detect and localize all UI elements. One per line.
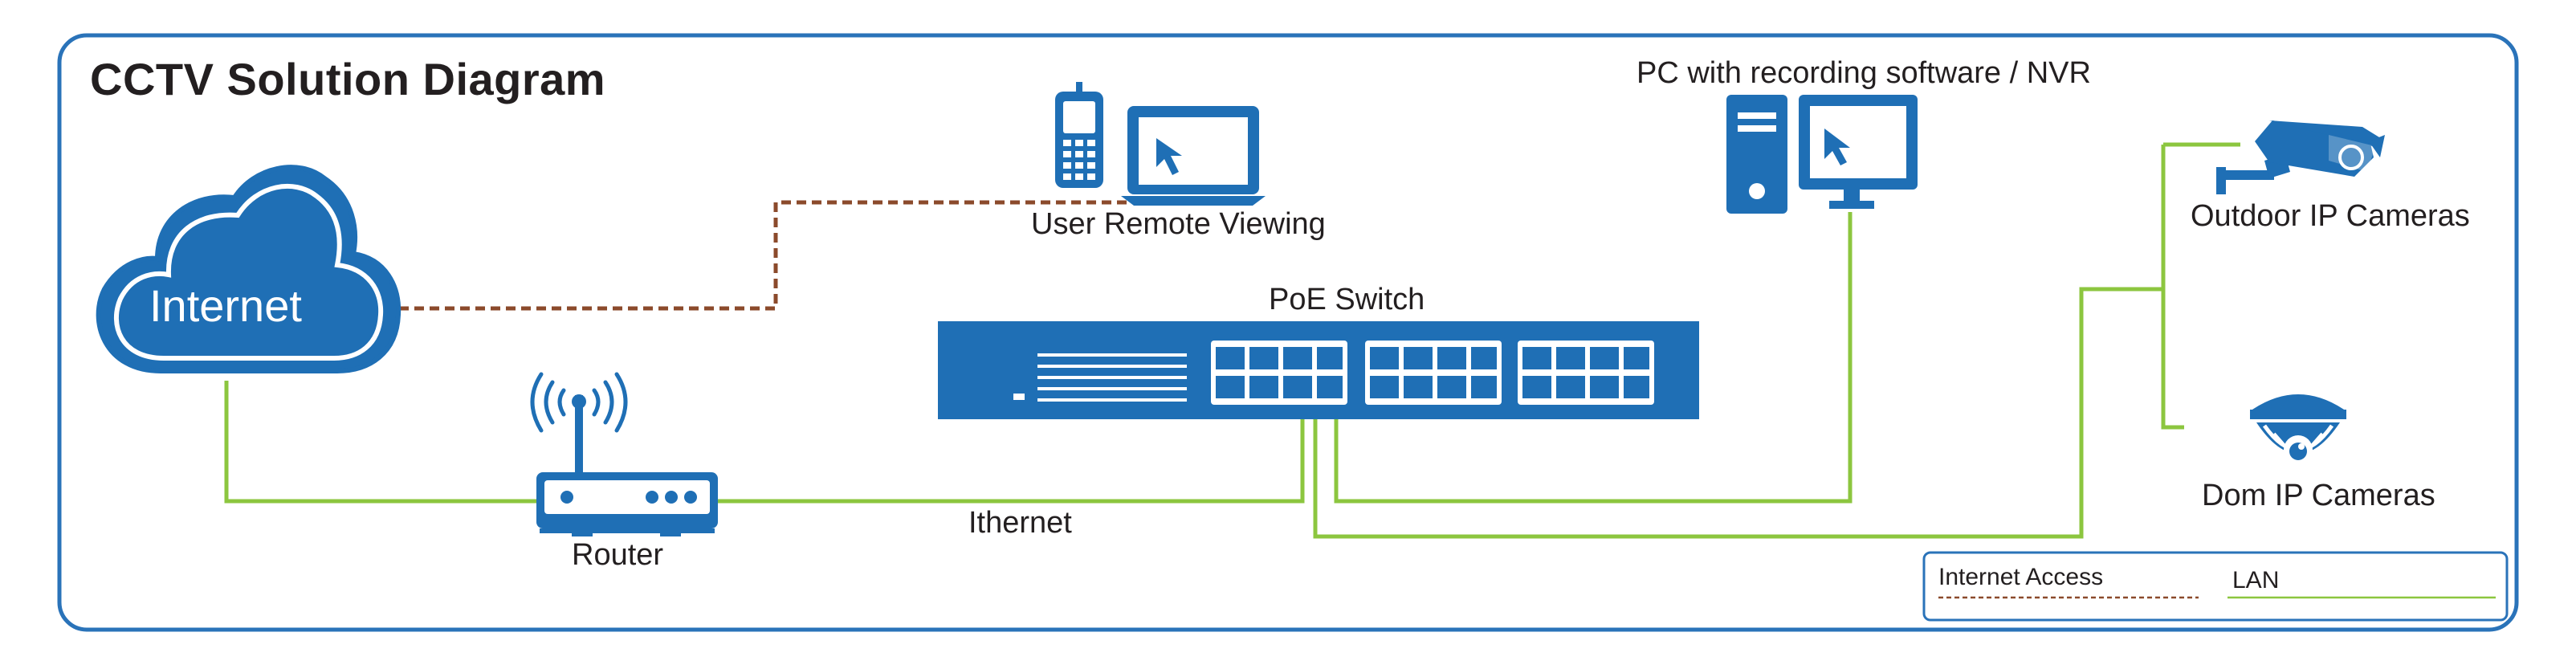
- lan-line-camera-branch: [2161, 145, 2184, 430]
- legend: [1922, 551, 2509, 622]
- cursor-icon: [1824, 128, 1850, 165]
- laptop-icon: [1121, 106, 1266, 206]
- nvr-label: PC with recording software / NVR: [1636, 56, 2091, 90]
- legend-lan-label: LAN: [2232, 567, 2280, 594]
- poe-switch-icon: [938, 321, 1699, 419]
- internet-node-label: Internet: [149, 280, 302, 331]
- outdoor-cameras-label: Outdoor IP Cameras: [2191, 199, 2470, 233]
- bullet-camera-icon: [2216, 120, 2385, 194]
- monitor-icon: [1799, 95, 1918, 209]
- legend-internet-access-label: Internet Access: [1938, 564, 2104, 590]
- desktop-pc-icon: [1726, 95, 1787, 214]
- cursor-icon: [1156, 138, 1182, 175]
- internet-access-line: [353, 200, 1127, 311]
- router-icon: [530, 372, 718, 536]
- lan-line-switch-nvr: [1334, 212, 1853, 504]
- lan-line-router-switch: [718, 419, 1305, 504]
- remote-viewing-label: User Remote Viewing: [1031, 207, 1326, 241]
- poe-switch-label: PoE Switch: [1269, 283, 1425, 316]
- cloud-icon: [96, 165, 401, 373]
- dome-cameras-label: Dom IP Cameras: [2202, 479, 2435, 512]
- mobile-phone-icon: [1055, 82, 1103, 188]
- diagram-title: CCTV Solution Diagram: [90, 54, 606, 104]
- lan-line-internet-router: [224, 381, 536, 504]
- dome-camera-icon: [2250, 394, 2346, 464]
- ethernet-edge-label: Ithernet: [968, 506, 1072, 540]
- diagram-frame: [57, 33, 2519, 632]
- lan-lines: [224, 142, 2240, 539]
- router-label: Router: [572, 538, 664, 572]
- lan-line-switch-cameras: [1313, 287, 2163, 539]
- legend-box: [1922, 551, 2509, 622]
